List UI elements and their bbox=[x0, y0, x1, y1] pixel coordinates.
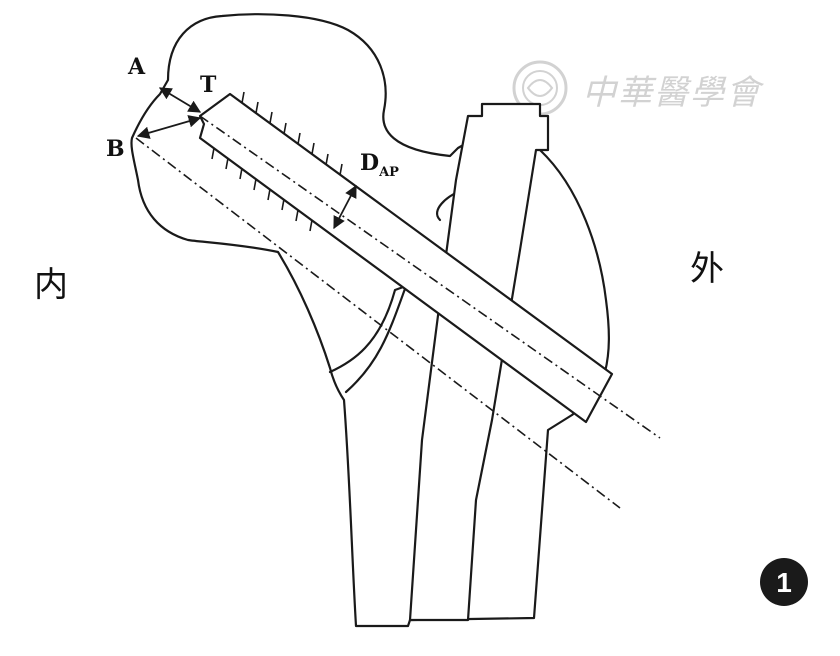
screw-threads-top bbox=[241, 91, 343, 176]
label-dap-sub: AP bbox=[378, 165, 399, 180]
watermark-text: 中華醫學會 bbox=[582, 73, 765, 113]
figure-number-badge: 1 bbox=[760, 558, 808, 606]
intramedullary-nail bbox=[408, 102, 550, 622]
label-t: T bbox=[200, 72, 217, 98]
lag-screw-body bbox=[198, 92, 614, 424]
screw-threads-bottom bbox=[211, 147, 313, 232]
badge-circle bbox=[760, 558, 808, 606]
lag-screw bbox=[198, 91, 614, 424]
watermark: 中華醫學會 bbox=[512, 60, 765, 116]
label-dap: DAP bbox=[360, 150, 399, 180]
badge-number: 1 bbox=[776, 567, 792, 598]
femur-outline bbox=[130, 13, 610, 628]
label-dap-main: D bbox=[360, 150, 379, 176]
label-lateral: 外 bbox=[690, 249, 724, 289]
arrow-dap bbox=[333, 184, 357, 230]
lesser-trochanter-line bbox=[328, 284, 408, 394]
screw-axis-line bbox=[199, 115, 661, 439]
arrow-b-to-tip bbox=[136, 115, 202, 139]
arrow-a-to-tip bbox=[158, 87, 202, 113]
label-b: B bbox=[106, 136, 125, 162]
label-medial: 内 bbox=[34, 265, 68, 305]
label-a: A bbox=[127, 54, 146, 80]
neck-axis-line bbox=[135, 137, 621, 509]
nail-shaft bbox=[408, 102, 550, 622]
